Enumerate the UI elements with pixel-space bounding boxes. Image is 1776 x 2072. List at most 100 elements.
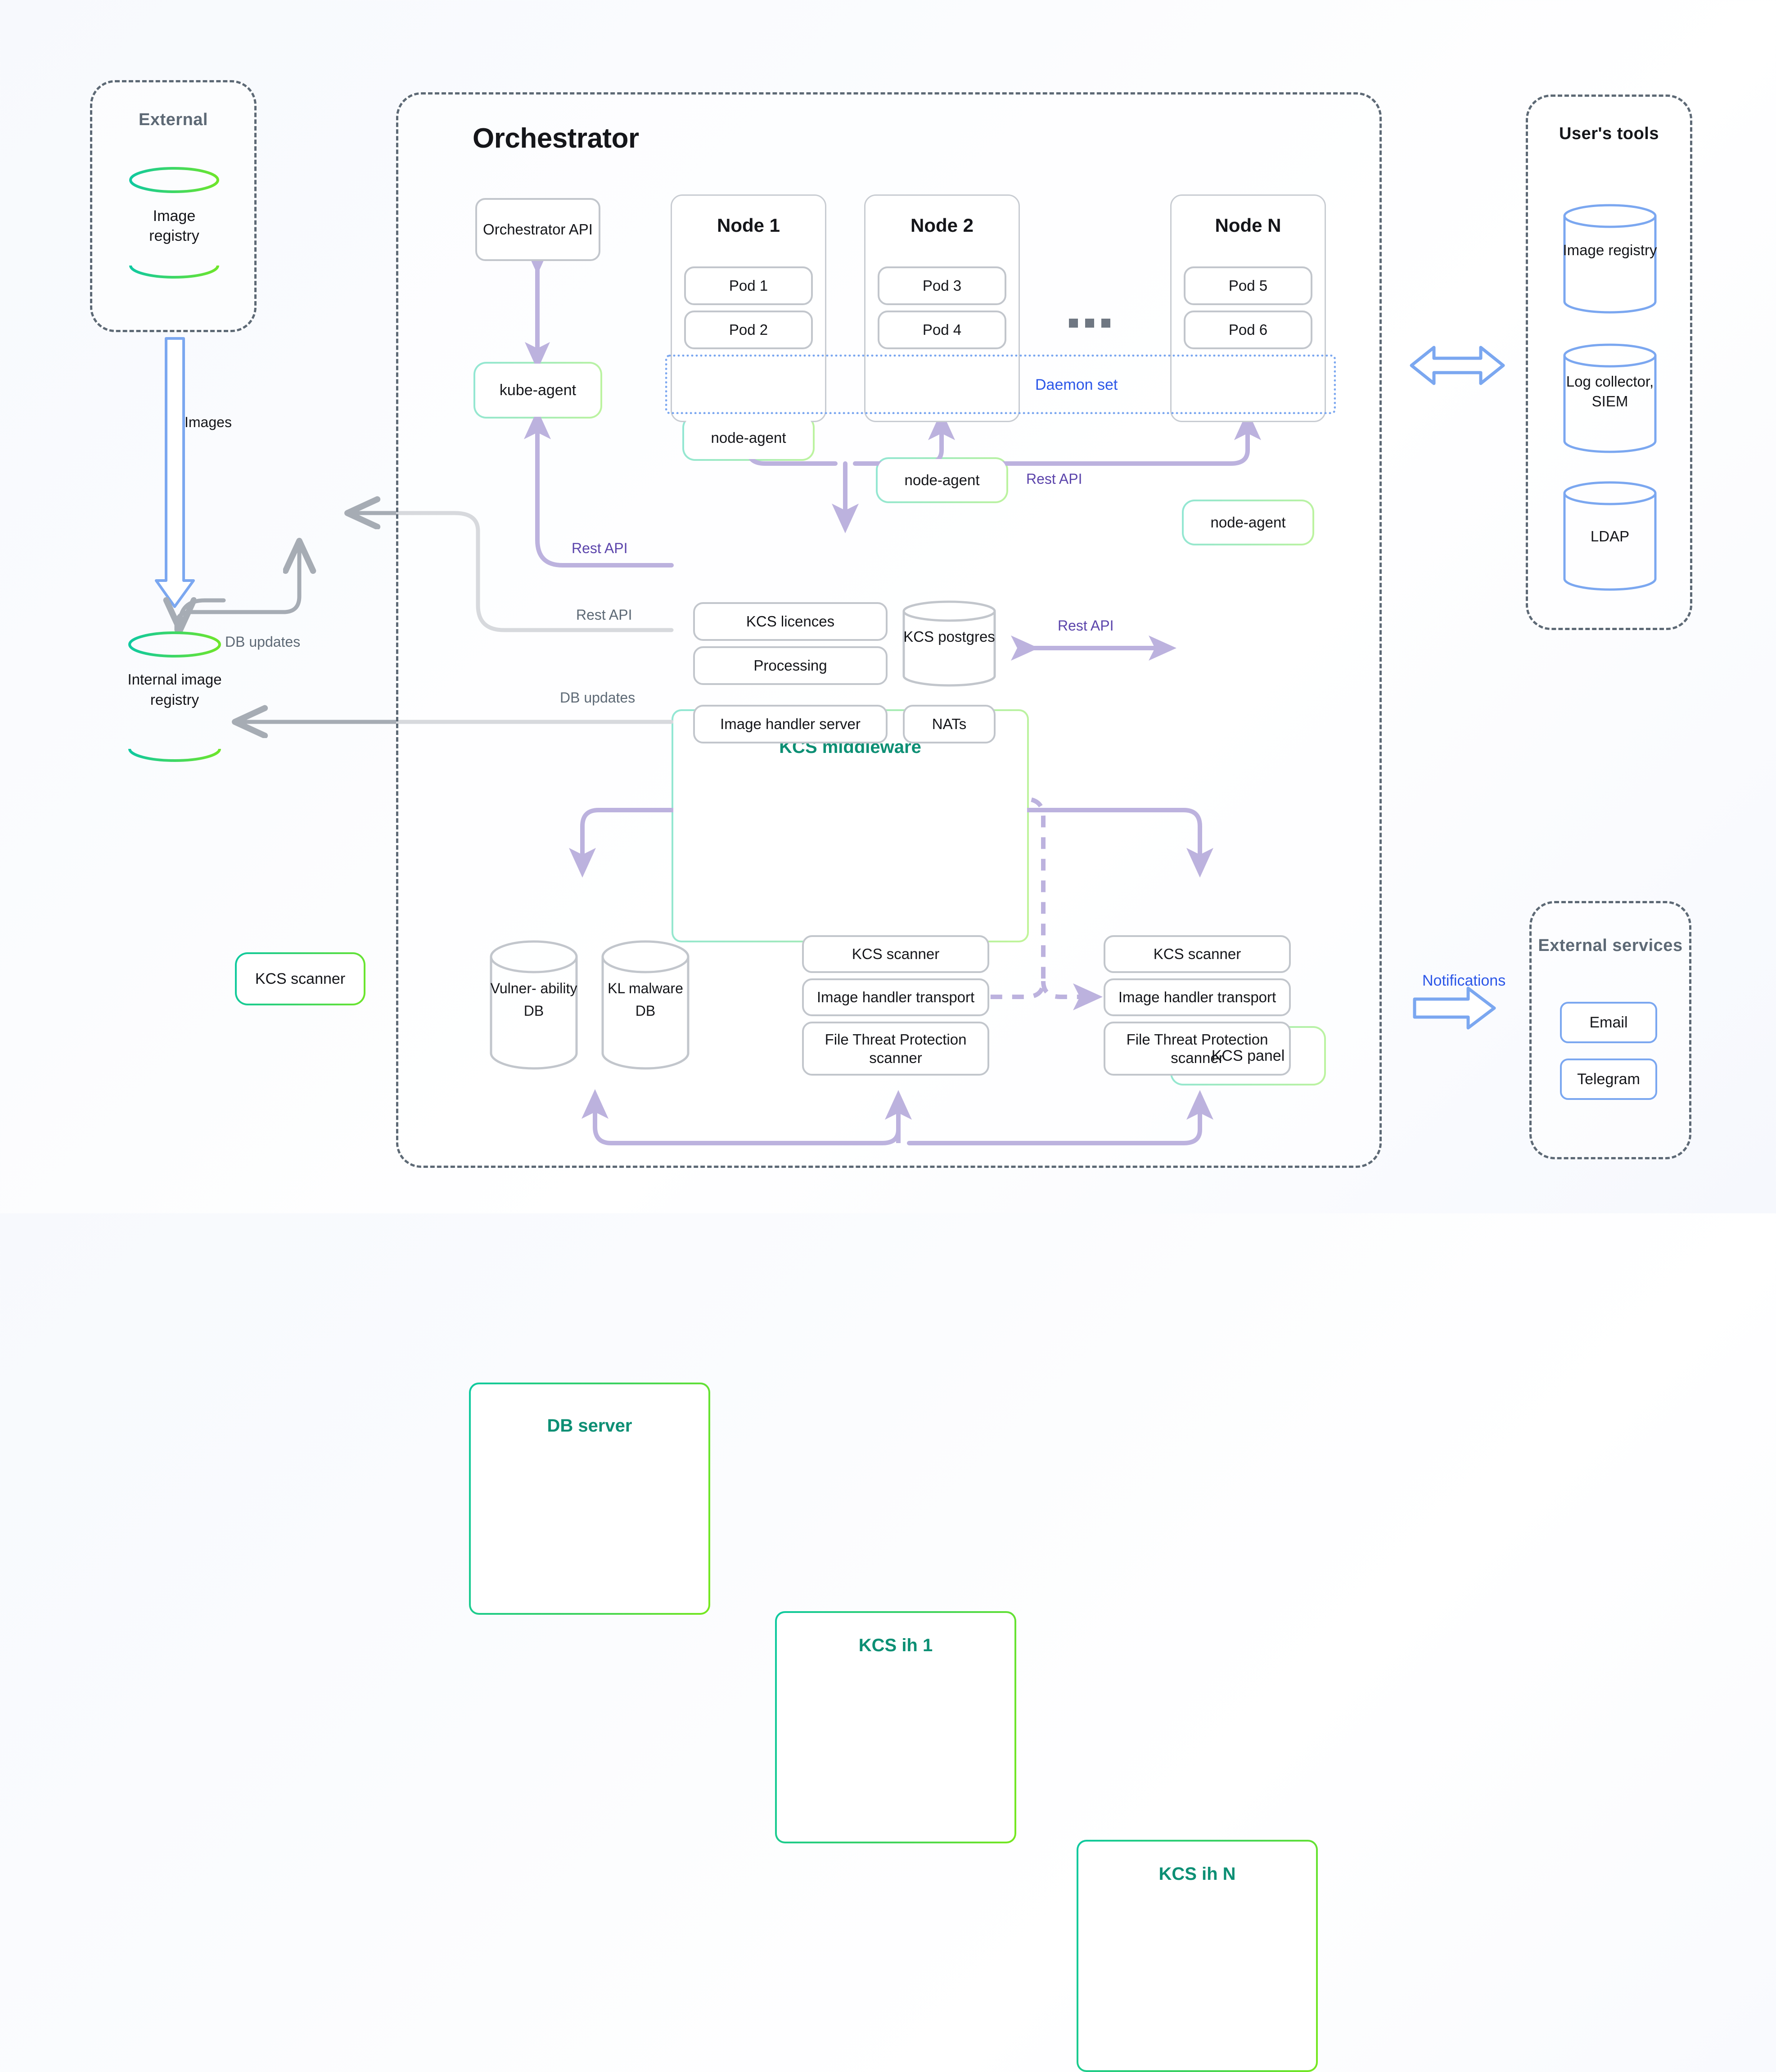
vulnerability-db-label: Vulner- ability DB <box>490 980 577 1019</box>
cylinder-icon <box>129 167 219 279</box>
pod-label: Pod 2 <box>729 321 768 338</box>
users-tools-image-registry[interactable]: Image registry <box>1562 203 1658 316</box>
cylinder-icon <box>1563 481 1657 591</box>
item-label: File Threat Protection scanner <box>825 1031 967 1066</box>
daemon-set-band <box>665 355 1336 414</box>
item-label: KCS scanner <box>852 946 940 963</box>
kl-malware-db-cylinder[interactable]: KL malware DB <box>600 940 690 1070</box>
cylinder-icon <box>601 940 690 1070</box>
notifications-label: Notifications <box>1422 972 1506 989</box>
db-server-panel[interactable]: DB server <box>469 1383 710 1615</box>
registry-inflow-edge <box>180 600 226 631</box>
users-tools-item-label: Image registry <box>1563 242 1657 258</box>
orchestrator-api-label: Orchestrator API <box>483 221 593 238</box>
image-handler-server-box[interactable]: Image handler server <box>693 705 888 743</box>
users-tools-log-collector[interactable]: Log collector, SIEM <box>1562 343 1658 455</box>
nodes-ellipsis-icon <box>1069 319 1110 328</box>
db-updates-registry-label: DB updates <box>560 689 636 706</box>
telegram-label: Telegram <box>1577 1070 1640 1088</box>
kcs-ih-n-file-threat-protection-scanner[interactable]: File Threat Protection scanner <box>1104 1022 1291 1076</box>
node-n-title: Node N <box>1215 215 1281 236</box>
node-1-box[interactable]: Node 1 <box>671 194 826 422</box>
pod-label: Pod 3 <box>922 277 962 294</box>
cylinder-icon <box>1563 204 1657 314</box>
kcs-panel-label: KCS panel <box>1211 1047 1285 1064</box>
images-edge-label: Images <box>185 414 232 430</box>
db-server-title: DB server <box>547 1416 632 1436</box>
pod-label: Pod 6 <box>1228 321 1268 338</box>
orchestrator-title: Orchestrator <box>473 123 639 154</box>
users-tools-double-arrow <box>1410 346 1505 385</box>
users-tools-ldap[interactable]: LDAP <box>1562 481 1658 593</box>
kcs-middleware-panel[interactable]: KCS middleware <box>672 709 1029 942</box>
node-n-node-agent[interactable]: node-agent <box>1182 500 1314 545</box>
vulnerability-db-cylinder[interactable]: Vulner- ability DB <box>489 940 579 1070</box>
kcs-postgres-label: KCS postgres <box>903 628 995 645</box>
email-label: Email <box>1589 1013 1628 1031</box>
cylinder-icon <box>490 940 578 1070</box>
node-1-node-agent[interactable]: node-agent <box>682 415 815 461</box>
item-label: Image handler transport <box>1118 989 1276 1006</box>
processing-box[interactable]: Processing <box>693 646 888 685</box>
users-tools-group: User's tools <box>1526 95 1692 630</box>
node-2-title: Node 2 <box>910 215 974 236</box>
kcs-ih-n-image-handler-transport[interactable]: Image handler transport <box>1104 978 1291 1016</box>
kcs-ih-n-title: KCS ih N <box>1158 1864 1236 1884</box>
rest-api-nodes-label: Rest API <box>1026 471 1082 487</box>
external-service-telegram[interactable]: Telegram <box>1560 1059 1657 1100</box>
node-2-node-agent[interactable]: node-agent <box>876 457 1008 503</box>
kcs-licences-box[interactable]: KCS licences <box>693 602 888 641</box>
kcs-ih-1-panel[interactable]: KCS ih 1 <box>775 1611 1016 1843</box>
daemon-set-label: Daemon set <box>1035 376 1118 393</box>
kcs-ih-1-kcs-scanner[interactable]: KCS scanner <box>802 935 989 973</box>
cylinder-icon <box>128 631 221 762</box>
kcs-ih-1-title: KCS ih 1 <box>858 1635 933 1655</box>
node-2-pod-4[interactable]: Pod 4 <box>878 311 1006 349</box>
internal-image-registry[interactable]: Internal image registry <box>126 631 223 762</box>
rest-api-scanner-label: Rest API <box>576 607 632 623</box>
rest-api-kube-label: Rest API <box>572 540 628 556</box>
orchestrator-api-box[interactable]: Orchestrator API <box>475 198 600 261</box>
db-updates-left-label: DB updates <box>225 634 301 650</box>
node-1-title: Node 1 <box>717 215 780 236</box>
kube-agent-box[interactable]: kube-agent <box>473 362 602 419</box>
kcs-postgres-cylinder[interactable]: KCS postgres <box>901 600 997 687</box>
users-tools-title: User's tools <box>1559 124 1659 143</box>
node-1-pod-2[interactable]: Pod 2 <box>684 311 813 349</box>
pod-label: Pod 4 <box>922 321 962 338</box>
external-services-title: External services <box>1538 936 1683 955</box>
external-service-email[interactable]: Email <box>1560 1002 1657 1043</box>
nats-box[interactable]: NATs <box>903 705 996 743</box>
node-2-box[interactable]: Node 2 <box>864 194 1020 422</box>
external-image-registry[interactable]: Image registry <box>127 167 221 279</box>
node-agent-label: node-agent <box>904 472 980 488</box>
images-arrow <box>155 337 195 608</box>
kcs-scanner-box[interactable]: KCS scanner <box>235 952 365 1005</box>
node-n-pod-6[interactable]: Pod 6 <box>1184 311 1312 349</box>
cylinder-icon <box>1563 343 1657 453</box>
item-label: Image handler transport <box>816 989 975 1006</box>
kcs-ih-1-image-handler-transport[interactable]: Image handler transport <box>802 978 989 1016</box>
item-label: KCS scanner <box>1153 946 1241 963</box>
node-agent-label: node-agent <box>711 429 786 446</box>
external-image-registry-label: Image registry <box>149 207 199 245</box>
notifications-arrow <box>1413 986 1496 1030</box>
kcs-scanner-label: KCS scanner <box>255 970 346 987</box>
node-n-box[interactable]: Node N <box>1170 194 1326 422</box>
nats-label: NATs <box>932 716 967 733</box>
node-agent-label: node-agent <box>1210 514 1286 531</box>
kcs-ih-1-file-threat-protection-scanner[interactable]: File Threat Protection scanner <box>802 1022 989 1076</box>
kcs-ih-n-kcs-scanner[interactable]: KCS scanner <box>1104 935 1291 973</box>
db-updates-left-edge <box>174 540 299 632</box>
kcs-ih-n-panel[interactable]: KCS ih N <box>1077 1840 1318 2072</box>
node-1-pod-1[interactable]: Pod 1 <box>684 266 813 305</box>
rest-api-panel-label: Rest API <box>1058 617 1114 634</box>
node-n-pod-5[interactable]: Pod 5 <box>1184 266 1312 305</box>
internal-image-registry-label: Internal image registry <box>127 671 222 708</box>
kube-agent-label: kube-agent <box>499 381 577 399</box>
node-2-pod-3[interactable]: Pod 3 <box>878 266 1006 305</box>
item-label: File Threat Protection scanner <box>1126 1031 1268 1066</box>
users-tools-item-label: LDAP <box>1590 528 1630 545</box>
pod-label: Pod 1 <box>729 277 768 294</box>
cylinder-icon <box>902 600 996 687</box>
